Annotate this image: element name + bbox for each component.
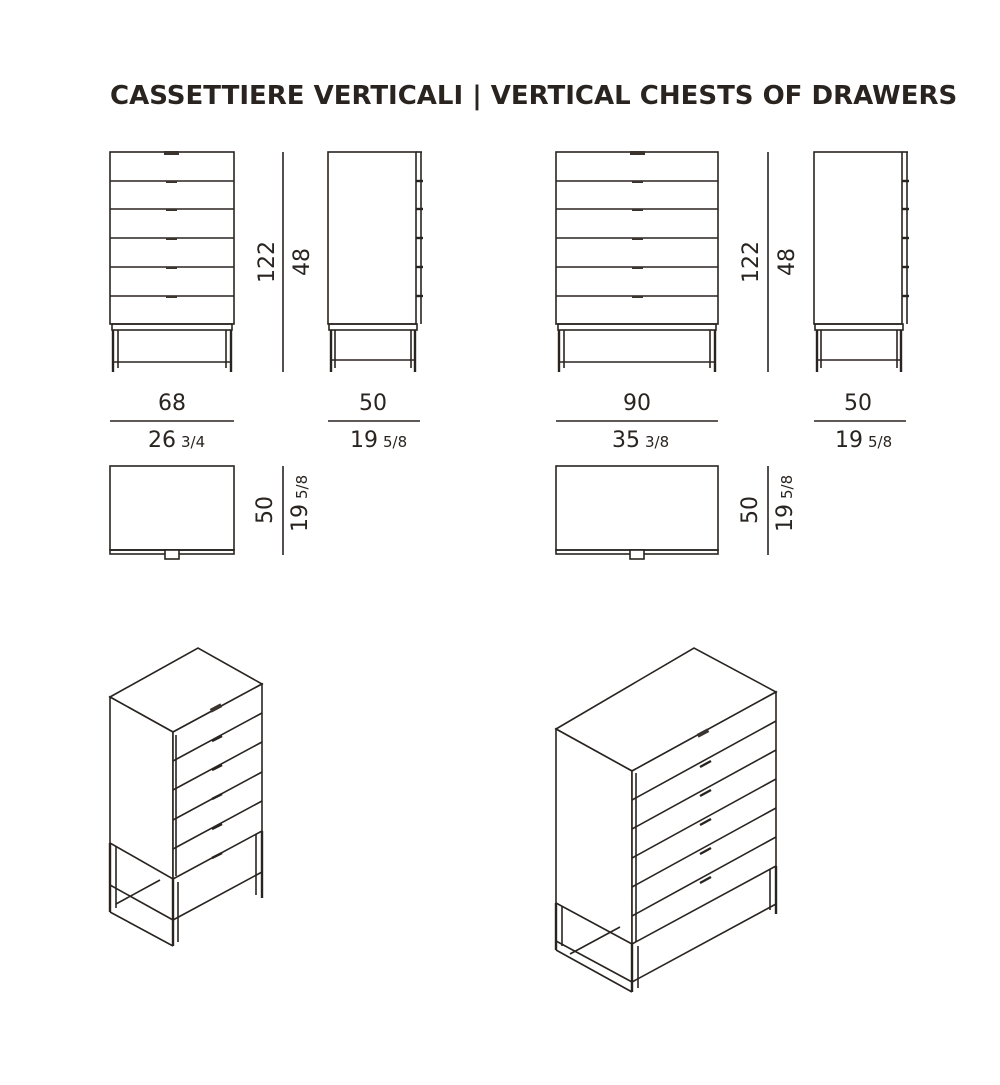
model-68-isometric-view — [108, 647, 264, 947]
side-depth-cm-label: 50 — [844, 391, 872, 416]
height-in-label: 48 — [290, 248, 315, 276]
plan-depth-in-label: 195/8 — [288, 475, 313, 532]
height-in-label: 48 — [775, 248, 800, 276]
front-width-cm-label: 68 — [158, 391, 186, 416]
model-90-isometric-view — [554, 647, 778, 993]
model-68-side-elevation — [327, 151, 423, 372]
model-90-height-dimension: 122 48 — [739, 152, 800, 372]
height-cm-label: 122 — [255, 241, 280, 283]
model-68-plan-view: 50 195/8 — [109, 465, 313, 560]
model-90-front-elevation — [555, 151, 719, 372]
plan-depth-cm-label: 50 — [738, 496, 763, 524]
plan-depth-in-label: 195/8 — [773, 475, 798, 532]
sheet-title: CASSETTIERE VERTICALI | VERTICAL CHESTS … — [110, 81, 957, 111]
side-depth-cm-label: 50 — [359, 391, 387, 416]
model-68-front-elevation — [109, 151, 235, 372]
plan-depth-cm-label: 50 — [253, 496, 278, 524]
model-90-plan-view: 50 195/8 — [555, 465, 798, 560]
height-cm-label: 122 — [739, 241, 764, 283]
front-width-cm-label: 90 — [623, 391, 651, 416]
model-90-side-elevation — [813, 151, 909, 372]
model-68-height-dimension: 122 48 — [255, 152, 315, 372]
